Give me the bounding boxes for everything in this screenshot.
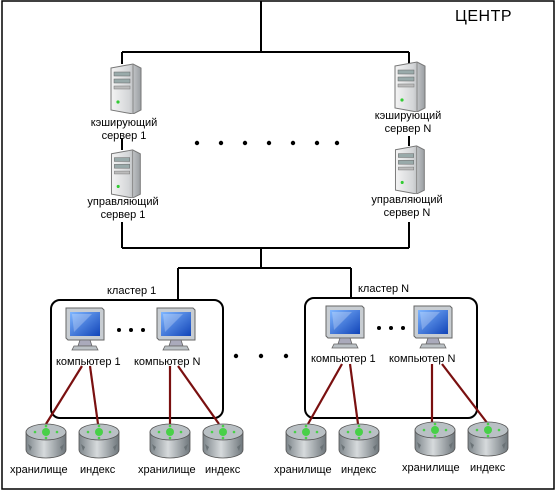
index-disk-icon [202,423,244,459]
center-title: ЦЕНТР [455,8,513,25]
caching-server-n-icon [394,61,426,112]
managing-server-1-line2: сервер 1 [100,209,146,221]
index-disk-icon [467,421,509,457]
index-label: индекс [80,464,116,476]
managing-server-1-line1: управляющий [87,196,159,208]
cluster-n-computer-1-label: компьютер 1 [311,353,376,365]
cluster-1-computer-1-icon [65,307,105,351]
cluster-n-computer-n-icon [413,305,453,349]
managing-server-n-line1: управляющий [371,194,443,206]
managing-server-n-line2: сервер N [383,207,431,219]
caching-server-n-line2: сервер N [384,123,432,135]
storage-disk-icon [414,421,456,457]
storage-label: хранилище [402,462,460,474]
storage-disk-icon [285,423,327,459]
managing-server-1-label: управляющий сервер 1 [82,196,164,222]
managing-server-1-icon [110,149,141,198]
caching-server-n-label: кэширующий сервер N [370,110,446,136]
cluster-1-computer-n-label: компьютер N [134,356,201,368]
storage-label: хранилище [138,464,196,476]
caching-server-1-icon [110,63,142,114]
managing-server-n-icon [394,145,425,194]
cluster-1-computer-1-label: компьютер 1 [56,356,121,368]
cluster-n-computer-1-icon [325,305,365,349]
caching-server-1-line1: кэширующий [90,117,158,129]
index-label: индекс [470,462,506,474]
cluster-n-ellipsis [377,326,405,330]
cluster-n-computer-n-label: компьютер N [389,353,456,365]
cluster-1-label: кластер 1 [107,285,157,297]
cluster-1-box [50,299,224,419]
index-label: индекс [205,464,241,476]
storage-label: хранилище [10,464,68,476]
caching-server-n-line1: кэширующий [374,110,442,122]
clusters-ellipsis [233,353,289,359]
caching-server-1-label: кэширующий сервер 1 [86,117,162,143]
cluster-1-ellipsis [117,328,145,332]
cluster-n-box [304,297,478,419]
index-disk-icon [338,423,380,459]
cluster-1-computer-n-icon [156,307,196,351]
storage-label: хранилище [274,464,332,476]
storage-disk-icon [149,423,191,459]
storage-disk-icon [25,423,67,459]
cluster-n-label: кластер N [358,283,410,295]
managing-server-n-label: управляющий сервер N [366,194,448,220]
servers-ellipsis [194,140,340,146]
index-label: индекс [341,464,377,476]
storage-links [45,363,489,425]
index-disk-icon [78,423,120,459]
caching-server-1-line2: сервер 1 [101,130,147,142]
